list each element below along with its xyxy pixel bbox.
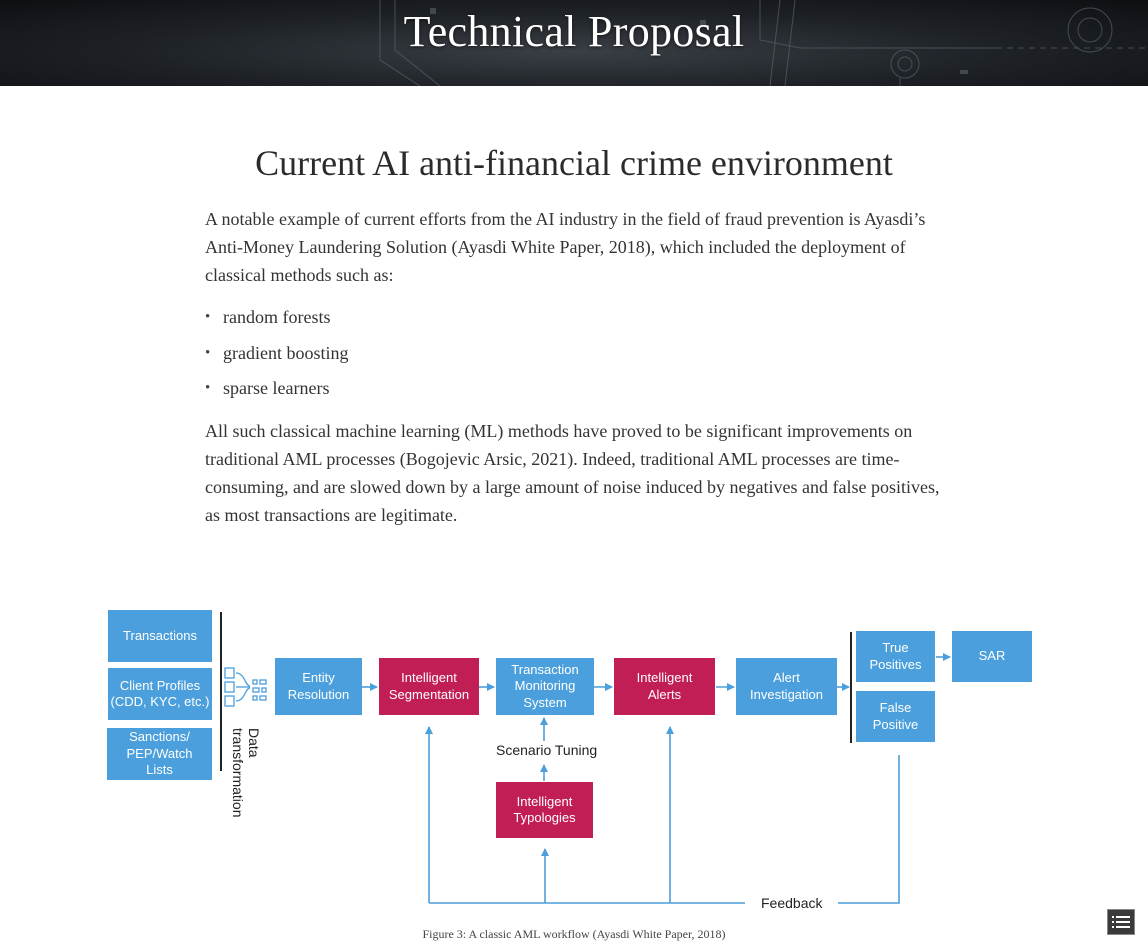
list-item: sparse learners [205,374,348,410]
false-positive-box: False Positive [856,691,935,742]
intelligent-typologies-box: Intelligent Typologies [496,782,593,838]
client-profiles-box: Client Profiles (CDD, KYC, etc.) [108,668,212,720]
transaction-monitoring-box: Transaction Monitoring System [496,658,594,715]
transactions-box: Transactions [108,610,212,662]
table-of-contents-button[interactable] [1107,909,1135,935]
body-paragraph: All such classical machine learning (ML)… [205,421,940,525]
header-banner: Technical Proposal [0,0,1148,86]
figure-caption: Figure 3: A classic AML workflow (Ayasdi… [422,927,726,941]
circuit-background-decoration [379,0,1148,86]
entity-resolution-box: Entity Resolution [275,658,362,715]
intelligent-segmentation-box: Intelligent Segmentation [379,658,479,715]
data-transformation-label: Data transformation [230,728,262,818]
list-item: random forests [205,303,348,339]
sar-box: SAR [952,631,1032,682]
section-title: Current AI anti-financial crime environm… [255,143,893,183]
methods-list: random forests gradient boosting sparse … [205,303,348,410]
list-item: gradient boosting [205,339,348,375]
intro-paragraph: A notable example of current efforts fro… [205,209,926,285]
page-banner-title: Technical Proposal [403,7,745,56]
true-positives-box: True Positives [856,631,935,682]
sanctions-watch-lists-box: Sanctions/ PEP/Watch Lists [107,728,212,780]
scenario-tuning-label: Scenario Tuning [496,742,598,758]
list-icon [1112,916,1130,928]
feedback-label: Feedback [761,895,823,911]
data-transform-icon [224,667,267,707]
intelligent-alerts-box: Intelligent Alerts [614,658,715,715]
alert-investigation-box: Alert Investigation [736,658,837,715]
